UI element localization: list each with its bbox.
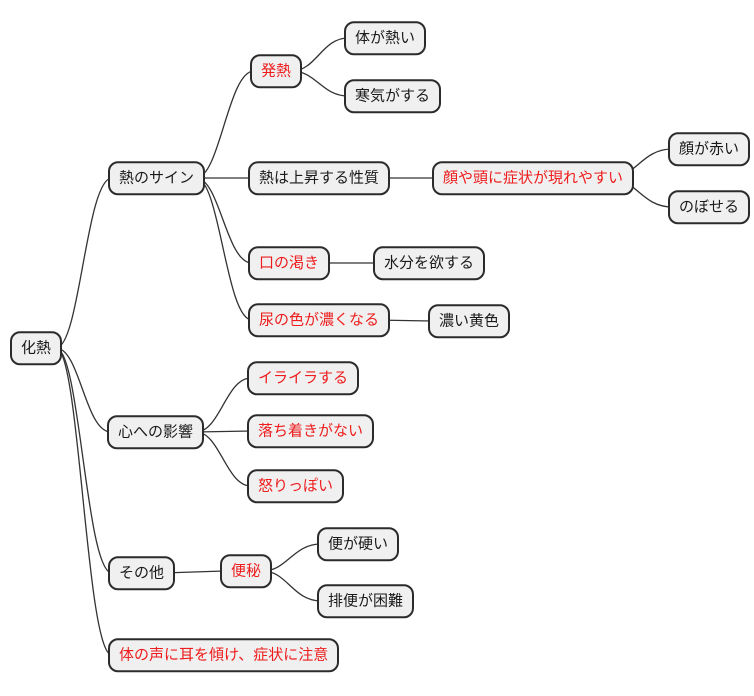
connector — [195, 70, 255, 179]
connector — [195, 377, 252, 433]
node-ochitsuki-ga-nai[interactable]: 落ち着きがない — [247, 414, 375, 448]
node-sonota[interactable]: その他 — [108, 556, 176, 590]
connector — [195, 431, 252, 487]
node-suibun-wo-hossuru[interactable]: 水分を欲する — [373, 246, 486, 280]
node-kuchi-no-kawaki[interactable]: 口の渇き — [248, 246, 331, 280]
node-noboseru[interactable]: のぼせる — [668, 190, 751, 224]
node-netsu-no-sign[interactable]: 熱のサイン — [108, 161, 206, 195]
node-karada-no-koe-chui[interactable]: 体の声に耳を傾け、症状に注意 — [108, 638, 340, 672]
connector — [195, 177, 253, 321]
connector — [195, 430, 252, 433]
node-kanetsu-root[interactable]: 化熱 — [10, 331, 63, 365]
node-okorippoi[interactable]: 怒りっぽい — [247, 469, 345, 503]
node-nyo-no-iro[interactable]: 尿の色が濃くなる — [248, 303, 391, 337]
node-ben-ga-katai[interactable]: 便が硬い — [317, 527, 400, 561]
connector — [55, 347, 113, 656]
node-benpi[interactable]: 便秘 — [220, 554, 273, 588]
connector — [55, 347, 112, 433]
node-karada-ga-atsui[interactable]: 体が熱い — [344, 21, 427, 55]
node-kao-ga-akai[interactable]: 顔が赤い — [668, 132, 751, 166]
node-iraira-suru[interactable]: イライラする — [247, 361, 360, 395]
node-netsu-josho-seishitsu[interactable]: 熱は上昇する性質 — [248, 161, 391, 195]
node-koi-kiiro[interactable]: 濃い黄色 — [428, 304, 511, 338]
node-kokoro-eno-eikyo[interactable]: 心への影響 — [107, 415, 205, 449]
connector — [55, 177, 113, 349]
connector — [55, 347, 113, 574]
node-haiben-ga-konnan[interactable]: 排便が困難 — [317, 584, 415, 618]
node-samuke-ga-suru[interactable]: 寒気がする — [344, 79, 442, 113]
node-hatsunetsu[interactable]: 発熱 — [250, 54, 303, 88]
node-kao-atama-shojo[interactable]: 顔や頭に症状が現れやすい — [432, 161, 635, 195]
